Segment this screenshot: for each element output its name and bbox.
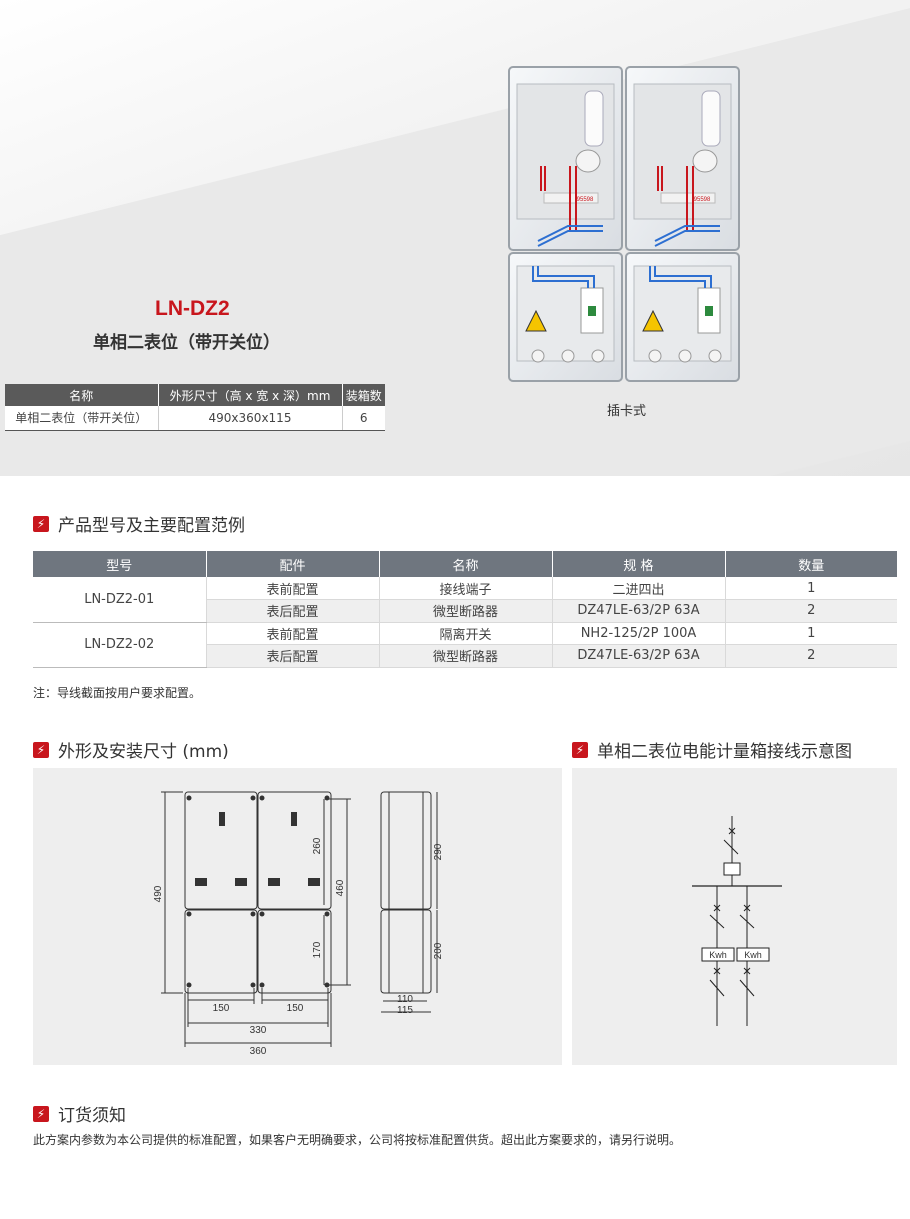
lightning-icon: ⚡ xyxy=(33,1105,49,1122)
table-row: LN-DZ2-01 表前配置 接线端子 二进四出 1 xyxy=(33,577,897,623)
meter-b-label: Kwh xyxy=(744,950,762,960)
cfg-model-cell: LN-DZ2-01 xyxy=(33,577,207,623)
dimension-section-title-text: 外形及安装尺寸 (mm) xyxy=(58,742,229,762)
cfg-cell: NH2-125/2P 100A xyxy=(552,622,726,645)
cfg-cell: 1 xyxy=(725,622,897,645)
dimension-panel: 490 260 460 170 150 150 330 360 290 200 … xyxy=(33,768,562,1065)
product-caption: 插卡式 xyxy=(607,404,647,419)
dim-170: 170 xyxy=(312,941,323,958)
lightning-icon: ⚡ xyxy=(572,741,588,758)
wiring-panel: Kwh Kwh xyxy=(572,768,897,1065)
cfg-cell: DZ47LE-63/2P 63A xyxy=(552,599,726,623)
config-note: 注：导线截面按用户要求配置。 xyxy=(33,686,202,700)
dim-260: 260 xyxy=(312,837,323,854)
meter-a-label: Kwh xyxy=(709,950,727,960)
cfg-cell: 表前配置 xyxy=(206,577,380,600)
spec-header-qty: 装箱数 xyxy=(342,384,385,406)
spec-header-size: 外形尺寸（高 x 宽 x 深）mm xyxy=(158,384,343,406)
order-section-title-text: 订货须知 xyxy=(58,1106,126,1126)
spec-cell-qty: 6 xyxy=(342,406,385,431)
spec-cell-size: 490x360x115 xyxy=(158,406,343,431)
spec-header-name: 名称 xyxy=(5,384,159,406)
table-row: 表后配置 微型断路器 DZ47LE-63/2P 63A 2 xyxy=(33,599,897,623)
cfg-header-model: 型号 xyxy=(33,551,207,577)
lightning-icon: ⚡ xyxy=(33,515,49,532)
cfg-cell: 二进四出 xyxy=(552,577,726,600)
config-section-title: ⚡ 产品型号及主要配置范例 xyxy=(33,511,245,536)
dim-115: 115 xyxy=(397,1005,413,1016)
label-95598-right: 95598 xyxy=(694,197,711,203)
cfg-cell: 微型断路器 xyxy=(379,644,553,668)
product-image: 95598 95598 xyxy=(508,66,740,382)
cfg-cell: 微型断路器 xyxy=(379,599,553,623)
dim-200: 200 xyxy=(433,942,444,959)
dim-490: 490 xyxy=(153,885,164,902)
cfg-cell: 隔离开关 xyxy=(379,622,553,645)
table-row: 表后配置 微型断路器 DZ47LE-63/2P 63A 2 xyxy=(33,644,897,668)
cfg-cell: 接线端子 xyxy=(379,577,553,600)
dim-360: 360 xyxy=(250,1046,267,1057)
wiring-diagram: Kwh Kwh xyxy=(692,816,782,1026)
product-model: LN-DZ2 xyxy=(155,297,230,320)
dim-150-a: 150 xyxy=(213,1003,230,1014)
dim-290: 290 xyxy=(433,843,444,860)
lightning-icon: ⚡ xyxy=(33,741,49,758)
order-text: 此方案内参数为本公司提供的标准配置，如果客户无明确要求，公司将按标准配置供货。超… xyxy=(33,1133,682,1147)
wiring-section-title: ⚡ 单相二表位电能计量箱接线示意图 xyxy=(572,737,852,762)
dimension-drawing: 490 260 460 170 150 150 330 360 290 200 … xyxy=(153,791,444,1057)
cfg-cell: 表后配置 xyxy=(206,599,380,623)
label-95598-left: 95598 xyxy=(577,197,594,203)
spec-cell-name: 单相二表位（带开关位） xyxy=(5,406,159,431)
cfg-header-spec: 规 格 xyxy=(552,551,726,577)
order-section-title: ⚡ 订货须知 xyxy=(33,1101,126,1126)
cfg-header-name: 名称 xyxy=(379,551,553,577)
cfg-cell: 2 xyxy=(725,599,897,623)
table-row: LN-DZ2-02 表前配置 隔离开关 NH2-125/2P 100A 1 xyxy=(33,622,897,668)
cfg-header-qty: 数量 xyxy=(725,551,897,577)
wiring-section-title-text: 单相二表位电能计量箱接线示意图 xyxy=(597,742,852,762)
dimension-section-title: ⚡ 外形及安装尺寸 (mm) xyxy=(33,737,229,762)
cfg-header-part: 配件 xyxy=(206,551,380,577)
config-section-title-text: 产品型号及主要配置范例 xyxy=(58,516,245,536)
cfg-cell: 表后配置 xyxy=(206,644,380,668)
cfg-cell: 2 xyxy=(725,644,897,668)
cfg-cell: 表前配置 xyxy=(206,622,380,645)
config-table: 型号 配件 名称 规 格 数量 LN-DZ2-01 表前配置 接线端子 二进四出… xyxy=(33,551,897,668)
cfg-model-cell: LN-DZ2-02 xyxy=(33,622,207,668)
dim-150-b: 150 xyxy=(287,1003,304,1014)
dim-460: 460 xyxy=(335,879,346,896)
spec-table: 名称 外形尺寸（高 x 宽 x 深）mm 装箱数 单相二表位（带开关位） 490… xyxy=(5,384,385,431)
table-row: 单相二表位（带开关位） 490x360x115 6 xyxy=(5,406,385,431)
dim-330: 330 xyxy=(250,1025,267,1036)
cfg-cell: 1 xyxy=(725,577,897,600)
product-subtitle: 单相二表位（带开关位） xyxy=(93,333,280,353)
dim-110: 110 xyxy=(397,994,413,1005)
cfg-cell: DZ47LE-63/2P 63A xyxy=(552,644,726,668)
